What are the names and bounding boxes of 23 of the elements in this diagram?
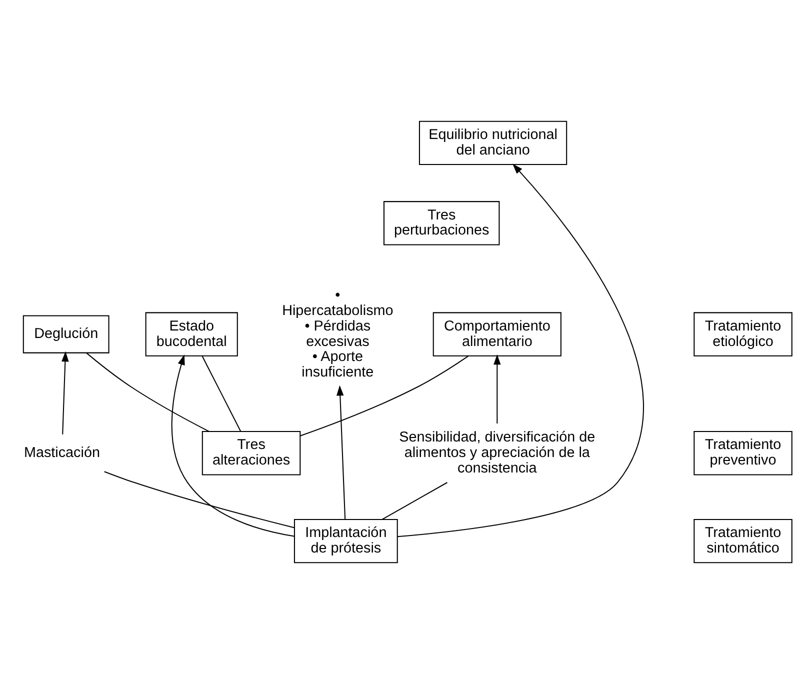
node-box: Tres perturbaciones (382, 200, 500, 245)
node-box: Implantación de prótesis (293, 518, 398, 563)
node-box: Equilibrio nutricional del anciano (418, 120, 567, 165)
node-box: Tres alteraciones (201, 430, 300, 475)
arrow (493, 354, 500, 423)
arrow (396, 163, 644, 537)
connector (300, 355, 468, 436)
node-box: Tratamiento etiológico (693, 312, 792, 356)
node-box: Comportamiento alimentario (432, 312, 561, 356)
node-box: Estado bucodental (144, 312, 238, 356)
connector (381, 482, 447, 520)
arrow (170, 354, 294, 536)
node-text: Sensibilidad, diversificación de alimentos y apreciación de la consistencia (398, 428, 595, 476)
node-text: • Hipercatabolismo • Pérdidas excesivas • Aporte insuficiente (282, 287, 393, 380)
arrow (61, 350, 68, 434)
node-box: Deglución (22, 314, 109, 353)
node-text: Masticación (23, 444, 100, 460)
node-box: Tratamiento preventivo (693, 430, 792, 475)
arrow (336, 384, 346, 519)
connector (86, 352, 209, 432)
connector (201, 355, 241, 432)
node-box: Tratamiento sintomático (693, 518, 792, 563)
connector (104, 470, 294, 528)
